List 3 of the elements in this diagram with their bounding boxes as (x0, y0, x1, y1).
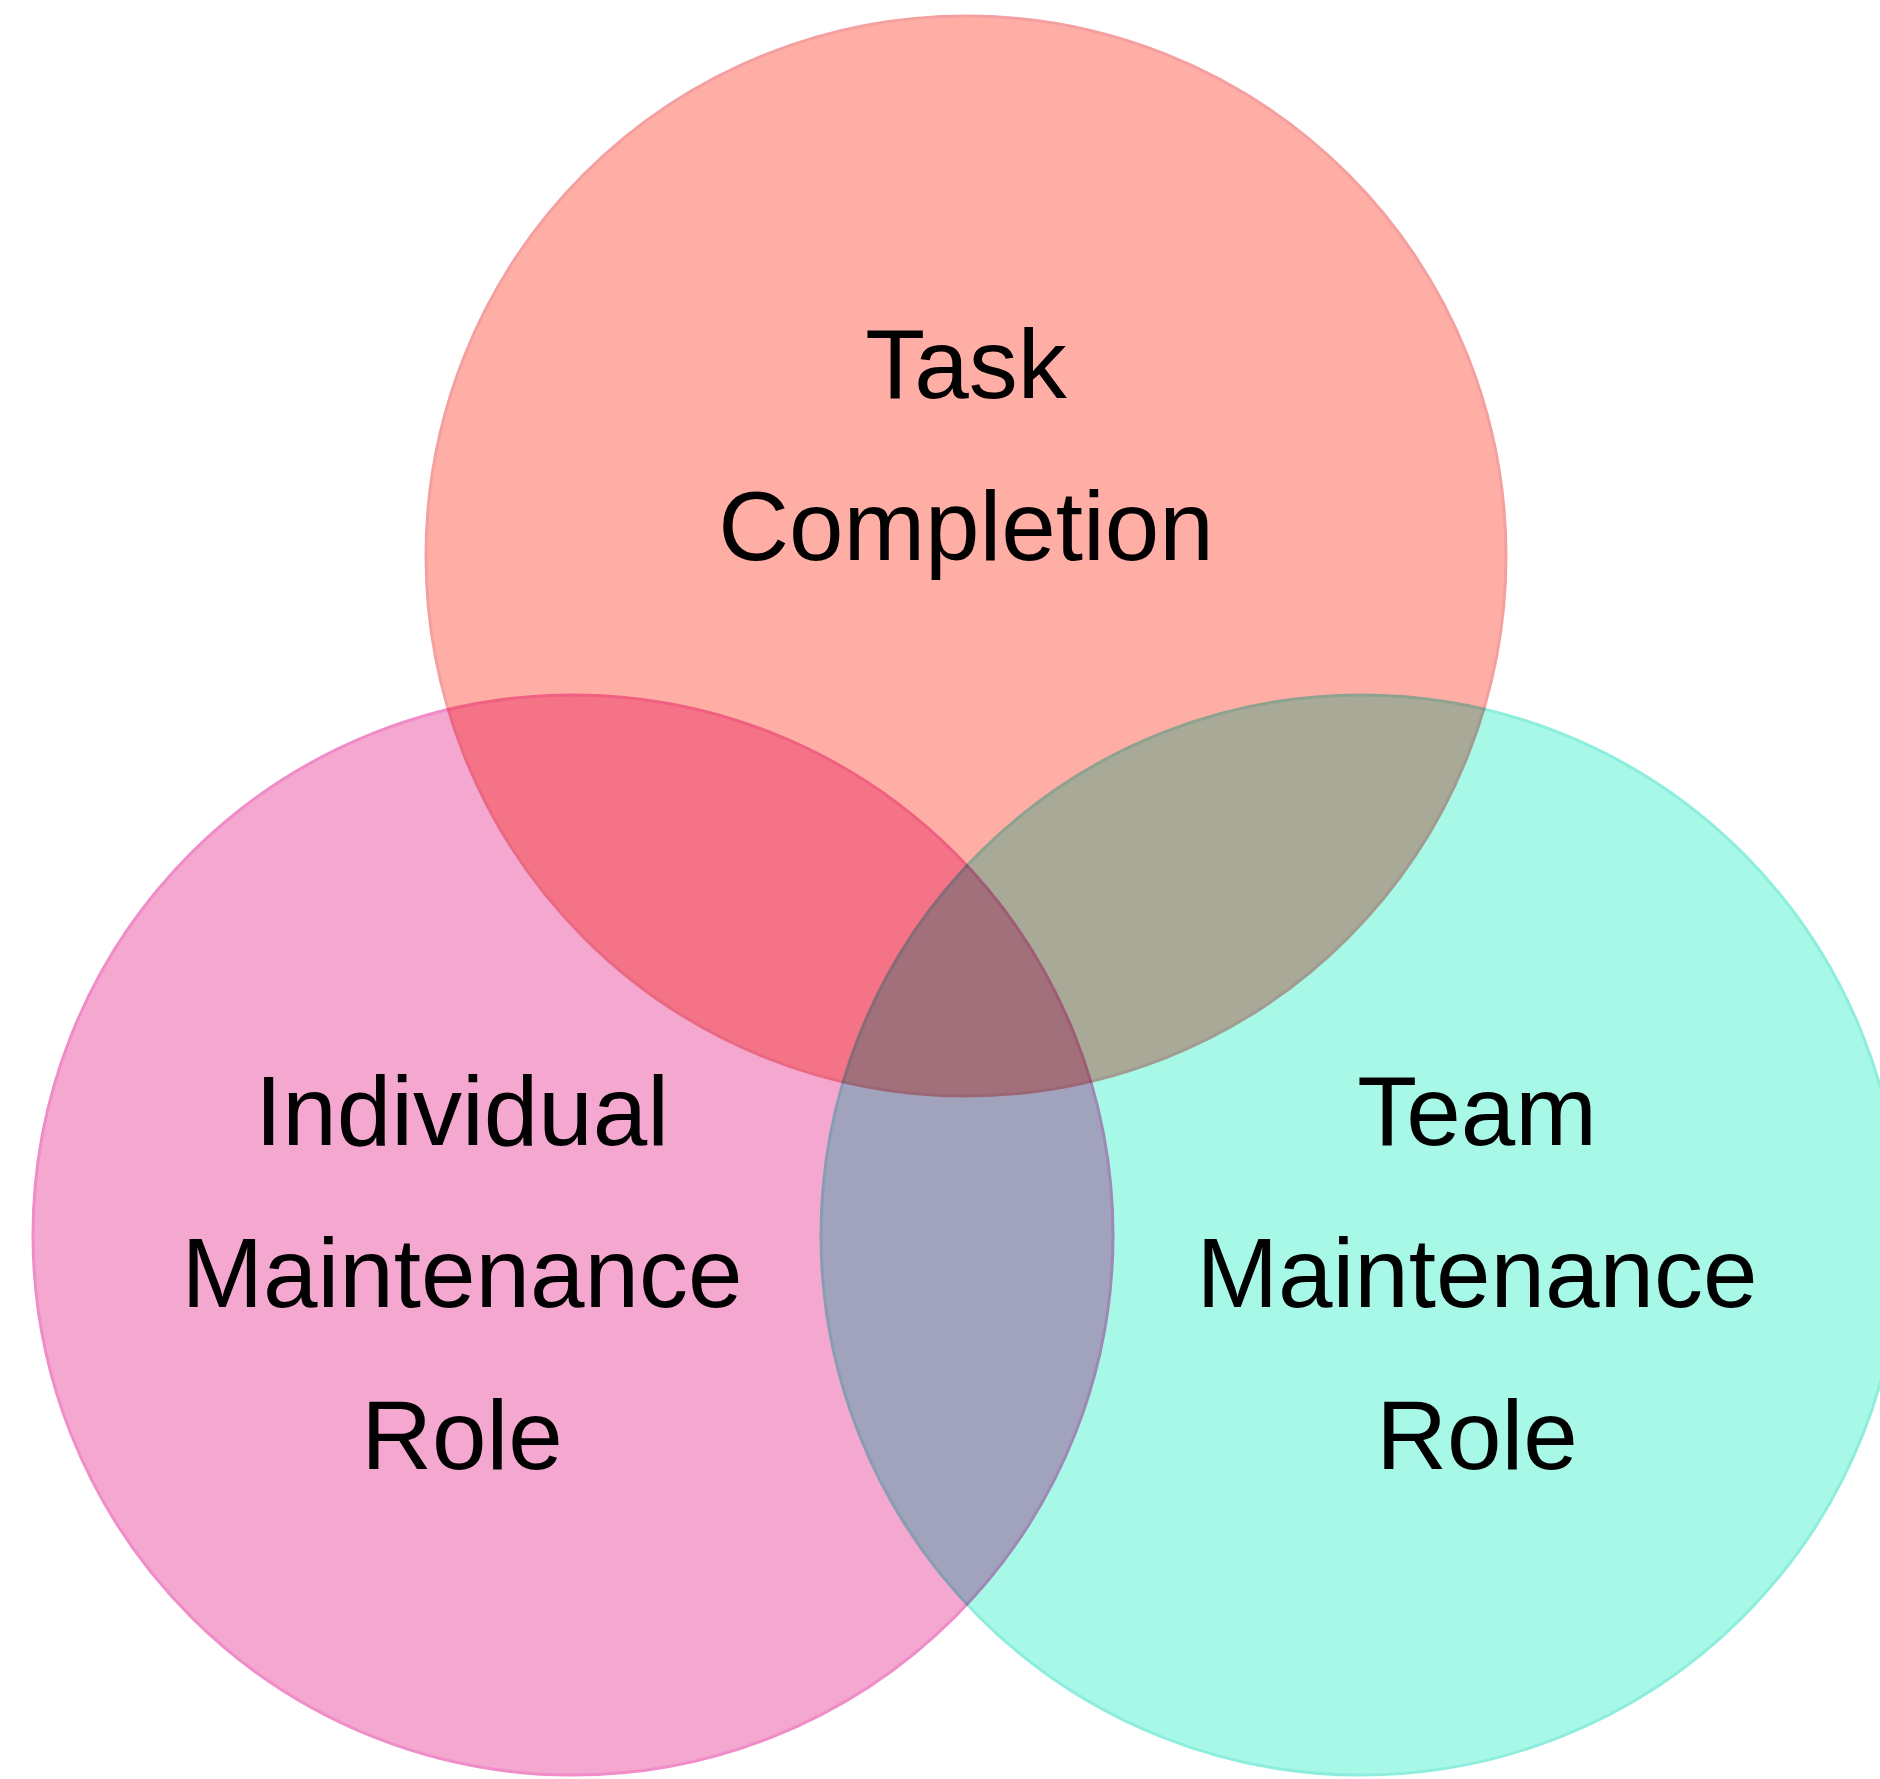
circle-label: Individual Maintenance Role (180, 1055, 744, 1492)
circle-label: Task Completion (717, 308, 1215, 583)
circle-label: Team Maintenance Role (1195, 1055, 1759, 1492)
